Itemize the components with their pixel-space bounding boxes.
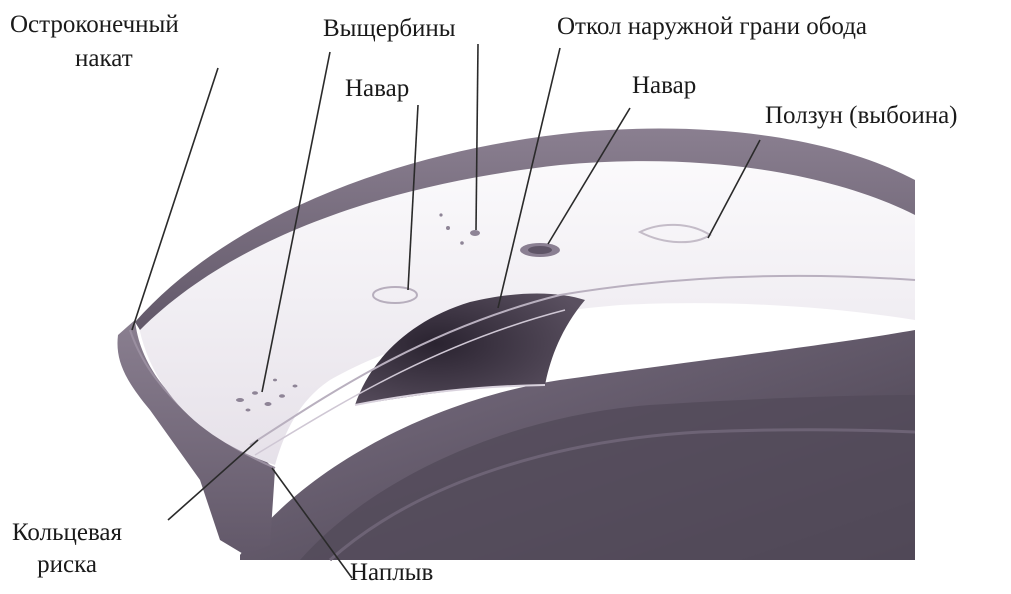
label-rim-chip: Откол наружной грани обода bbox=[557, 14, 867, 40]
label-pointed-flange-line2: накат bbox=[75, 46, 133, 72]
label-ring-groove: Кольцевая риска bbox=[12, 520, 122, 579]
label-pointed-flange: Остроконечный bbox=[10, 12, 179, 38]
label-pointed-flange-line1: Остроконечный bbox=[10, 12, 179, 38]
label-weld-right: Навар bbox=[632, 73, 696, 99]
label-weld-left: Навар bbox=[345, 76, 409, 102]
label-pointed-flange-2: накат bbox=[75, 46, 133, 72]
label-ring-groove-line2: риска bbox=[12, 552, 122, 578]
label-overflow: Наплыв bbox=[350, 560, 433, 586]
label-chips: Выщербины bbox=[323, 16, 456, 42]
label-flat-spot: Ползун (выбоина) bbox=[765, 103, 958, 129]
label-ring-groove-line1: Кольцевая bbox=[12, 520, 122, 546]
